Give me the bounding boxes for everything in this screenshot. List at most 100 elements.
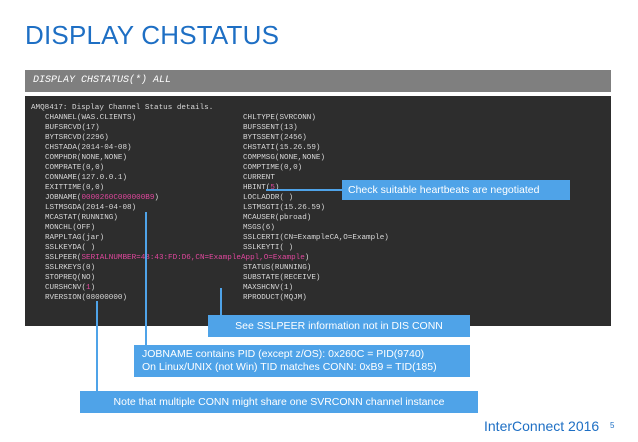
terminal-text: SSLCERTI(CN=ExampleCA,O=Example) [243,234,389,242]
terminal-line-left: CHANNEL(WAS.CLIENTS) [45,113,136,123]
terminal-line-left: COMPHDR(NONE,NONE) [45,153,127,163]
terminal-text: ) [274,184,280,192]
terminal-line-left: SSLKEYDA( ) [45,243,95,253]
terminal-text: LSTMSGDA(2014-04-08) [45,204,137,212]
terminal-highlight: 1 [86,284,91,292]
terminal-text: CURRENT [243,174,275,182]
terminal-text: SSLKEYTI( ) [243,244,294,252]
terminal-text: SSLRKEYS(0) [45,264,96,272]
terminal-line-right: CHLTYPE(SVRCONN) [243,113,316,123]
jobname-connector [145,212,147,350]
terminal-line-left: CONNAME(127.0.0.1) [45,173,127,183]
terminal-highlight: SERIALNUMBER=43:43:FD:D6,CN=ExampleAppl,… [81,254,305,262]
terminal-line-right: CHSTATI(15.26.59) [243,143,320,153]
terminal-highlight: 0000260C000000B9 [81,194,155,202]
terminal-line-left: BYTSRCVD(2296) [45,133,109,143]
terminal-line-right: SSLCERTI(CN=ExampleCA,O=Example) [243,233,389,243]
terminal-line-right: SUBSTATE(RECEIVE) [243,273,320,283]
curshcnv-connector [96,301,98,396]
terminal-text: SSLPEER( [45,254,82,262]
terminal-line-left: EXITTIME(0,0) [45,183,104,193]
terminal-text: SSLKEYDA( ) [45,244,96,252]
multiconn-callout-text: Note that multiple CONN might share one … [113,396,445,408]
heartbeat-callout: Check suitable heartbeats are negotiated [342,180,570,200]
multiconn-callout: Note that multiple CONN might share one … [80,391,478,413]
terminal-line-left: CURSHCNV(1) [45,283,95,293]
terminal-line-right: CURRENT [243,173,275,183]
brand-logo-text: InterConnect 2016 [484,418,600,434]
terminal-text: COMPHDR(NONE,NONE) [45,154,128,162]
terminal-line-left: SSLRKEYS(0) [45,263,95,273]
terminal-text: ) [304,254,310,262]
terminal-text: LSTMSGTI(15.26.59) [243,204,326,212]
terminal-text: CURSHCNV( [45,284,87,292]
terminal-text: ) [154,194,159,202]
terminal-line-right: LSTMSGTI(15.26.59) [243,203,325,213]
terminal-text: BYTSSENT(2456) [243,134,307,142]
terminal-line-right: BYTSSENT(2456) [243,133,307,143]
terminal-text: EXITTIME(0,0) [45,184,105,192]
sslpeer-connector [220,288,222,318]
terminal-text: JOBNAME( [45,194,82,202]
slide-title: DISPLAY CHSTATUS [25,20,280,50]
terminal-line-left: LSTMSGDA(2014-04-08) [45,203,136,213]
terminal-line-right: HBINT(5) [243,183,279,193]
terminal-text: BYTSRCVD(2296) [45,134,109,142]
terminal-text: RPRODUCT(MQJM) [243,294,307,302]
terminal-line-left: BUFSRCVD(17) [45,123,100,133]
terminal-line-left: CHSTADA(2014-04-08) [45,143,132,153]
terminal-text: MCAUSER(pbroad) [243,214,312,222]
jobname-callout-line2: On Linux/UNIX (not Win) TID matches CONN… [142,361,437,373]
terminal-header: AMQ8417: Display Channel Status details. [31,104,214,112]
terminal-text: STOPREQ(NO) [45,274,96,282]
terminal-line-right: STATUS(RUNNING) [243,263,311,273]
terminal-line-right: SSLKEYTI( ) [243,243,293,253]
terminal-text: LOCLADDR( ) [243,194,294,202]
sslpeer-callout-text: See SSLPEER information not in DIS CONN [235,320,443,332]
terminal-line-left: MONCHL(OFF) [45,223,95,233]
terminal-text: CHSTADA(2014-04-08) [45,144,132,152]
jobname-callout: JOBNAME contains PID (except z/OS): 0x26… [134,345,470,377]
terminal-text: MSGS(6) [243,224,275,232]
terminal-line-right: COMPMSG(NONE,NONE) [243,153,325,163]
terminal-text: CHANNEL(WAS.CLIENTS) [45,114,137,122]
terminal-line-left: SSLPEER(SERIALNUMBER=43:43:FD:D6,CN=Exam… [45,253,309,263]
terminal-line-left: RVERSION(08000000) [45,293,127,303]
page-number: 5 [610,421,615,430]
terminal-line-left: JOBNAME(0000260C000000B9) [45,193,159,203]
terminal-line-left: STOPREQ(NO) [45,273,95,283]
terminal-text: CHSTATI(15.26.59) [243,144,321,152]
heartbeat-connector [266,189,342,191]
jobname-callout-line1: JOBNAME contains PID (except z/OS): 0x26… [142,348,425,360]
terminal-line-left: RAPPLTAG(jar) [45,233,104,243]
terminal-text: COMPTIME(0,0) [243,164,303,172]
terminal-text: BUFSRCVD(17) [45,124,100,132]
terminal-line-right: MCAUSER(pbroad) [243,213,311,223]
terminal-text: STATUS(RUNNING) [243,264,312,272]
terminal-text: BUFSSENT(13) [243,124,298,132]
terminal-line-right: MAXSHCNV(1) [243,283,293,293]
terminal-highlight: 5 [270,184,275,192]
terminal-text: RVERSION(08000000) [45,294,128,302]
terminal-line-right: COMPTIME(0,0) [243,163,302,173]
terminal-text: MONCHL(OFF) [45,224,96,232]
command-text: DISPLAY CHSTATUS(*) ALL [33,75,172,86]
terminal-text: MAXSHCNV(1) [243,284,294,292]
terminal-text: COMPRATE(0,0) [45,164,105,172]
terminal-line-right: LOCLADDR( ) [243,193,293,203]
heartbeat-callout-text: Check suitable heartbeats are negotiated [348,184,540,196]
terminal-line-right: RPRODUCT(MQJM) [243,293,307,303]
terminal-line-right: BUFSSENT(13) [243,123,298,133]
command-bar: DISPLAY CHSTATUS(*) ALL [25,70,611,92]
terminal-text: RAPPLTAG(jar) [45,234,105,242]
terminal-output: AMQ8417: Display Channel Status details.… [25,96,611,326]
terminal-text: MCASTAT(RUNNING) [45,214,118,222]
terminal-text: CONNAME(127.0.0.1) [45,174,128,182]
terminal-text: COMPMSG(NONE,NONE) [243,154,326,162]
terminal-text: SUBSTATE(RECEIVE) [243,274,321,282]
sslpeer-callout: See SSLPEER information not in DIS CONN [208,315,470,337]
terminal-line-right: MSGS(6) [243,223,275,233]
terminal-line-left: MCASTAT(RUNNING) [45,213,118,223]
terminal-text: HBINT( [243,184,271,192]
terminal-text: CHLTYPE(SVRCONN) [243,114,316,122]
